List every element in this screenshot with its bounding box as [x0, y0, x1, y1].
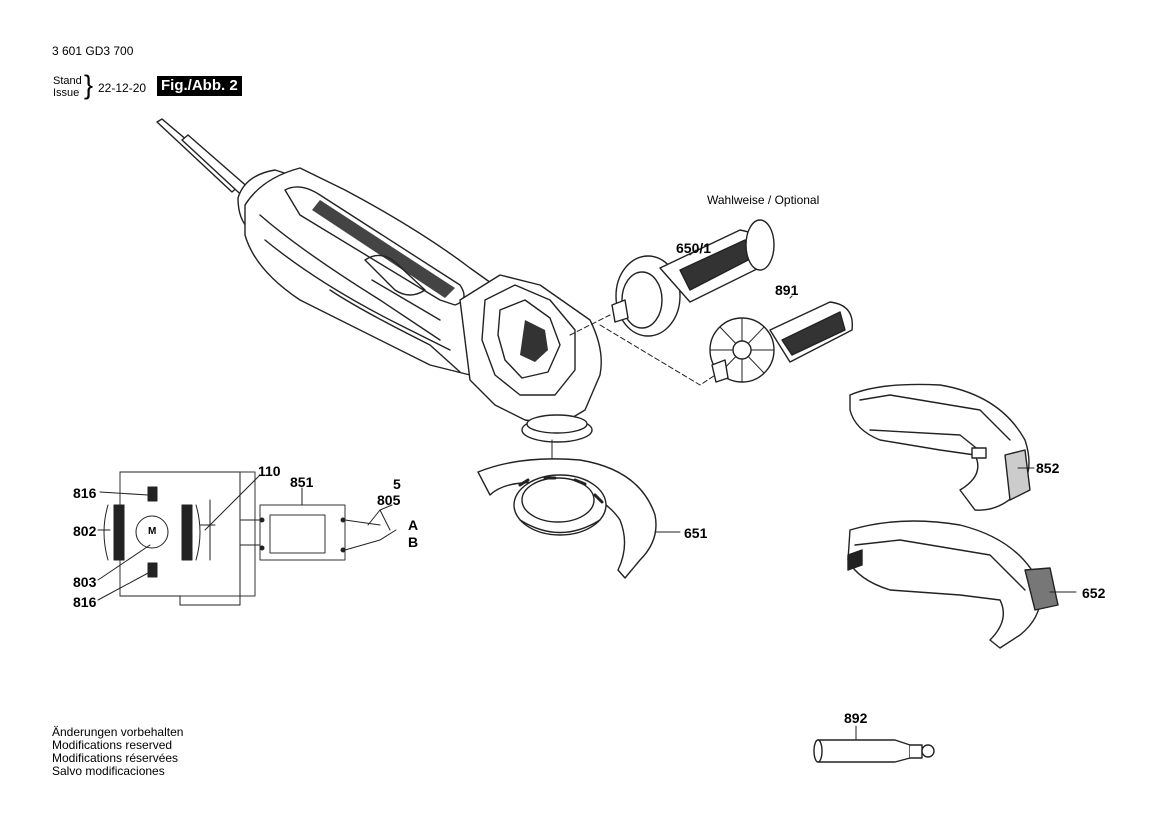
part-label-110: 110: [258, 463, 281, 479]
terminal-label-a: A: [408, 517, 419, 533]
modification-notes: Änderungen vorbehalten Modifications res…: [52, 726, 183, 778]
grease-tube-892: [813, 739, 935, 763]
part-label-852: 852: [1036, 460, 1060, 476]
part-label-892: 892: [844, 710, 868, 726]
part-label-651: 651: [684, 525, 708, 541]
guard-652: [847, 520, 1059, 649]
stand-issue-labels: Stand Issue: [53, 75, 82, 99]
part-label-803: 803: [73, 574, 97, 590]
motor-symbol-label: M: [148, 526, 157, 537]
side-handle-891: [709, 301, 854, 383]
guard-852: [849, 383, 1031, 511]
angle-grinder-body: [156, 118, 602, 511]
figure-label: Fig./Abb. 2: [157, 76, 242, 96]
part-label-805: 805: [377, 492, 401, 508]
issue-label: Issue: [53, 87, 80, 99]
stand-label: Stand: [53, 75, 82, 87]
brace-symbol: }: [84, 70, 94, 100]
guard-651: [477, 458, 657, 579]
optional-note: Wahlweise / Optional: [707, 193, 820, 207]
note-en: Modifications reserved: [52, 738, 173, 752]
note-fr: Modifications réservées: [52, 751, 179, 765]
wiring-schematic: [97, 471, 397, 606]
part-label-650-1: 650/1: [676, 240, 712, 256]
part-label-816-top: 816: [73, 485, 97, 501]
note-de: Änderungen vorbehalten: [52, 725, 184, 739]
side-handle-650-1: [611, 219, 775, 337]
document-number: 3 601 GD3 700: [52, 44, 134, 58]
part-label-816-bottom: 816: [73, 594, 97, 610]
part-label-5: 5: [393, 476, 401, 492]
leader-lines: [654, 249, 1077, 741]
part-label-851: 851: [290, 474, 314, 490]
terminal-label-b: B: [408, 534, 419, 550]
part-label-891: 891: [775, 282, 799, 298]
issue-date: 22-12-20: [98, 81, 147, 95]
part-label-652: 652: [1082, 585, 1106, 601]
part-label-802: 802: [73, 523, 97, 539]
note-es: Salvo modificaciones: [52, 764, 165, 778]
